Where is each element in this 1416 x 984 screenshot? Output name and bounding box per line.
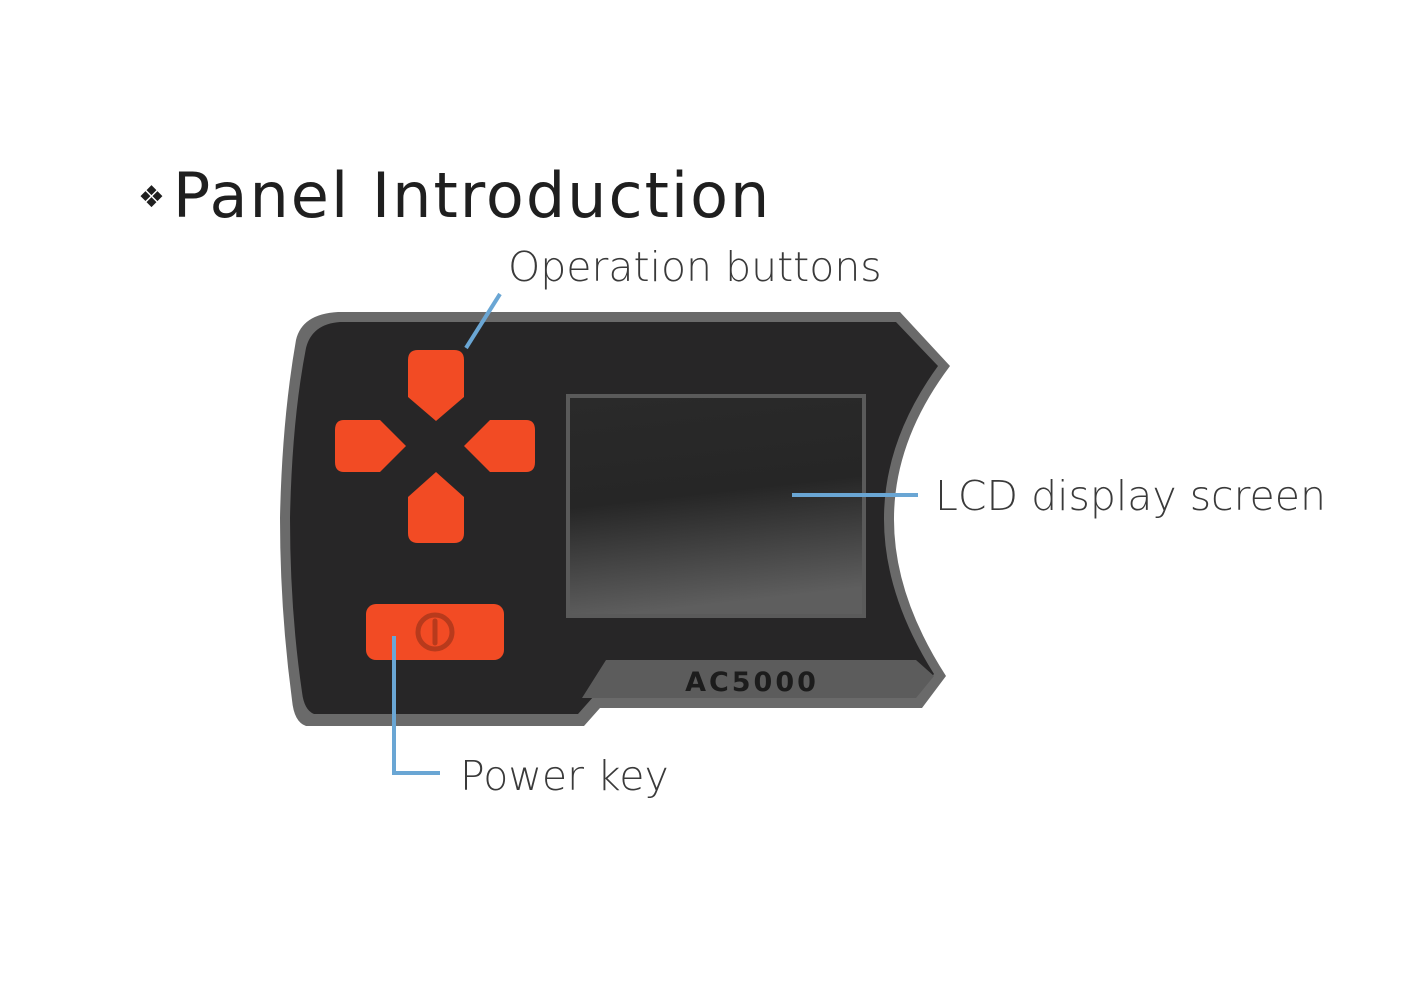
model-label: AC5000 — [685, 667, 819, 698]
operation-buttons-label: Operation buttons — [508, 243, 882, 291]
model-plate — [582, 660, 934, 698]
power-icon — [415, 612, 455, 652]
down-button[interactable] — [408, 472, 464, 543]
lcd-display-screen-label: LCD display screen — [935, 472, 1326, 520]
operation-buttons-leader — [464, 292, 502, 350]
power-key-label: Power key — [460, 752, 669, 800]
title-bullet-icon: ❖ — [138, 180, 167, 215]
diagram-title: ❖Panel Introduction — [138, 160, 771, 231]
up-button[interactable] — [408, 350, 464, 421]
left-button[interactable] — [335, 420, 406, 472]
lcd-display-screen — [566, 394, 866, 618]
right-button[interactable] — [464, 420, 535, 472]
power-key-leader — [392, 636, 440, 775]
title-text: Panel Introduction — [172, 159, 772, 232]
